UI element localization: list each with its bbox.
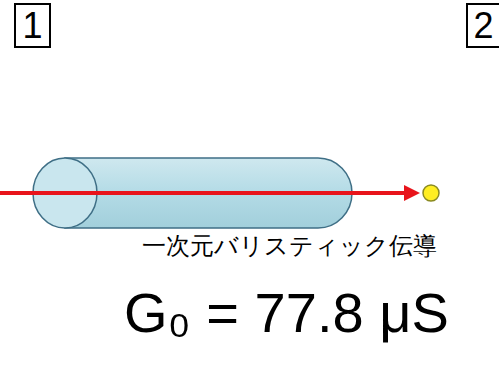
step-number-box: 2 [466,3,499,48]
electron-path-arrow [0,191,406,195]
caption-text: 一次元バリスティック伝導 [142,233,437,259]
step-number: 1 [22,8,42,44]
electron-dot [423,185,439,201]
conductance-value: G₀ = 77.8 μS [124,282,449,344]
step-number: 2 [473,8,493,44]
step-number-box: 1 [14,3,51,48]
arrow-head [404,185,420,201]
